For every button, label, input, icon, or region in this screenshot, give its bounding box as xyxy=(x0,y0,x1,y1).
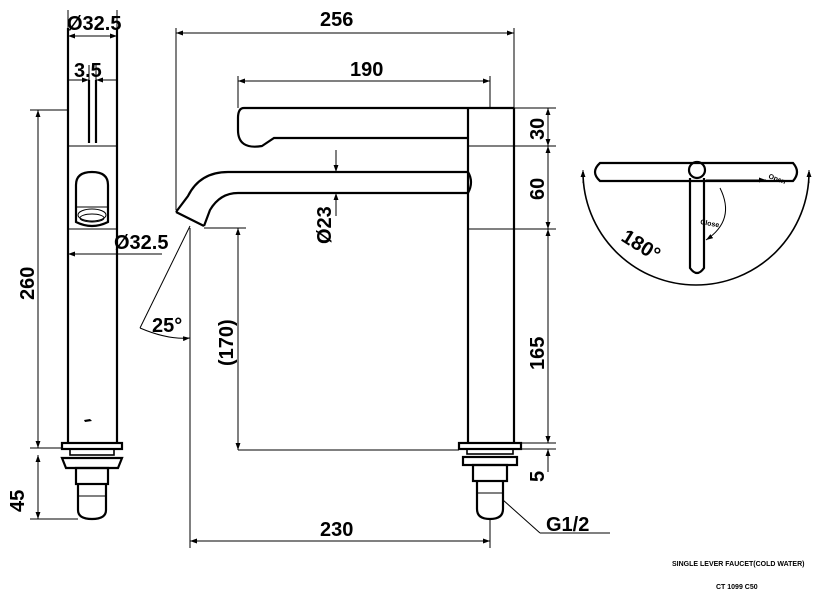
close-label: Close xyxy=(700,219,720,229)
title-block: SINGLE LEVER FAUCET(COLD WATER) CT 1099 … xyxy=(672,561,804,591)
front-view: 256 190 30 60 165 5 Ø23 (170) 230 xyxy=(139,9,610,548)
product-name: SINGLE LEVER FAUCET(COLD WATER) xyxy=(672,561,804,568)
dim-handle-length: 190 xyxy=(350,59,383,81)
dim-base-gap: 5 xyxy=(527,471,549,482)
dim-spout-diameter: Ø23 xyxy=(314,206,336,244)
dim-left-height: 260 xyxy=(17,267,39,300)
dim-spout-angle: 25° xyxy=(152,315,182,337)
side-view: Ø32.5 3.5 Ø32.5 260 45 xyxy=(7,10,168,521)
dim-spout-step: 60 xyxy=(527,178,549,200)
dim-base-height: 45 xyxy=(7,490,29,512)
model-code: CT 1099 C50 xyxy=(716,584,758,591)
dim-thread: G1/2 xyxy=(546,514,589,536)
open-label: Open xyxy=(767,173,786,186)
dim-body-height: 165 xyxy=(527,337,549,370)
dim-lever-thickness: 3.5 xyxy=(74,60,102,82)
dim-spout-reach: 230 xyxy=(320,519,353,541)
dim-handle-drop: 30 xyxy=(527,118,549,140)
dim-total-width: 256 xyxy=(320,9,353,31)
top-view: Open Close 180° xyxy=(580,160,812,286)
dim-top-diameter: Ø32.5 xyxy=(67,13,121,35)
dim-body-diameter: Ø32.5 xyxy=(114,232,168,254)
dim-spout-clearance: (170) xyxy=(216,319,238,366)
